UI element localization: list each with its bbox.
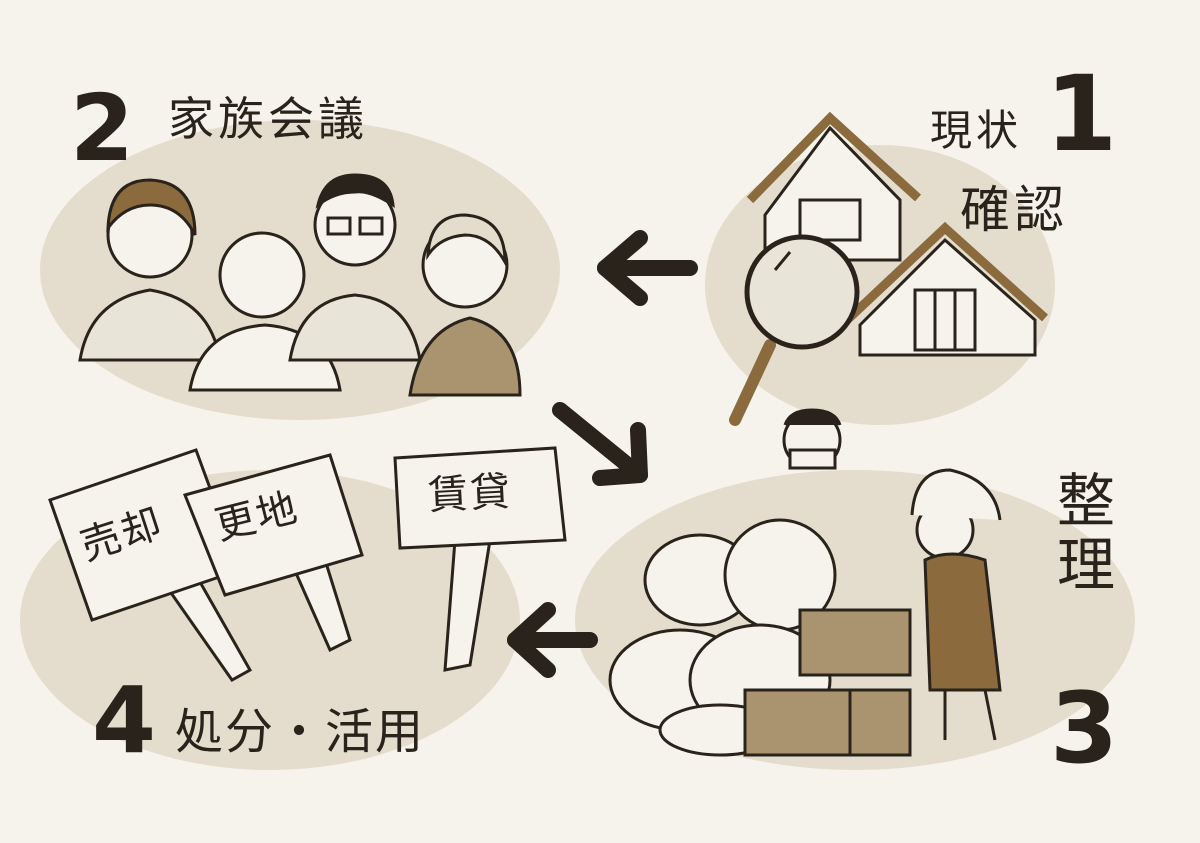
arrow-left-bottom xyxy=(507,602,598,678)
magnifier-icon xyxy=(729,234,860,426)
step-3-number: 3 xyxy=(1050,672,1119,786)
sign-board-2 xyxy=(182,453,364,597)
family-members xyxy=(78,173,522,397)
step-1-label-line2: 確認 xyxy=(960,181,1068,239)
step-4-number: 4 xyxy=(92,667,157,774)
step-1-label-line1: 現状 xyxy=(930,106,1023,155)
sign-rental-text: 賃貸 xyxy=(426,468,514,520)
houses xyxy=(746,111,1049,357)
step-2-number: 2 xyxy=(70,75,135,182)
workers xyxy=(782,408,1002,741)
arrow-diagonal xyxy=(552,402,648,486)
step-1-number: 1 xyxy=(1045,53,1118,175)
step-4-label: 処分・活用 xyxy=(175,704,426,760)
cardboard-boxes xyxy=(743,608,912,757)
signposts xyxy=(48,446,567,682)
sign-board-3 xyxy=(393,446,567,550)
step-3-label: 整理 xyxy=(1047,470,1115,598)
step-2-label: 家族会議 xyxy=(168,92,368,146)
arrow-left-top xyxy=(597,230,698,306)
